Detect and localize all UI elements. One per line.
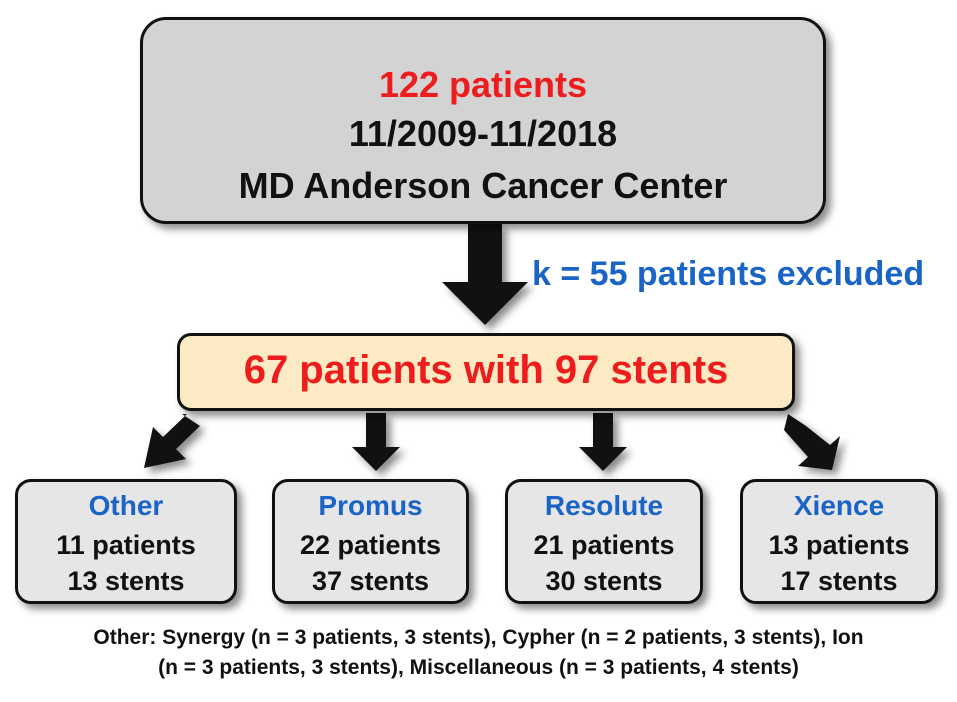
study-center: MD Anderson Cancer Center: [238, 165, 728, 206]
group-box-other: Other 11 patients 13 stents: [15, 479, 237, 604]
group-patients: 13 patients: [768, 530, 910, 560]
group-stents: 13 stents: [67, 566, 185, 596]
study-period: 11/2009-11/2018: [348, 113, 618, 154]
group-name: Promus: [318, 490, 423, 521]
footnote-line-2: (n = 3 patients, 3 stents), Miscellaneou…: [158, 656, 799, 679]
other-breakdown-footnote: Other: Synergy (n = 3 patients, 3 stents…: [0, 623, 957, 683]
group-box-resolute: Resolute 21 patients 30 stents: [505, 479, 703, 604]
arrow-to-promus: [352, 413, 400, 471]
source-population-box: 122 patients 11/2009-11/2018 MD Anderson…: [140, 17, 826, 224]
group-name: Xience: [793, 490, 885, 521]
arrow-to-other: [144, 414, 200, 468]
arrow-to-xience: [784, 414, 840, 470]
excluded-patients-label: k = 55 patients excluded: [532, 255, 925, 293]
main-down-arrow: [442, 224, 528, 325]
group-name: Resolute: [544, 490, 664, 521]
group-stents: 30 stents: [545, 566, 663, 596]
group-name: Other: [88, 490, 164, 521]
group-stents: 17 stents: [780, 566, 898, 596]
arrow-to-resolute: [579, 413, 627, 471]
group-patients: 21 patients: [533, 530, 675, 560]
group-box-promus: Promus 22 patients 37 stents: [272, 479, 469, 604]
group-patients: 22 patients: [299, 530, 442, 560]
footnote-line-1: Other: Synergy (n = 3 patients, 3 stents…: [93, 626, 864, 649]
cohort-label: 67 patients with 97 stents: [243, 348, 729, 392]
group-box-xience: Xience 13 patients 17 stents: [740, 479, 938, 604]
group-stents: 37 stents: [311, 566, 430, 596]
total-patients: 122 patients: [378, 64, 588, 105]
group-patients: 11 patients: [56, 530, 196, 560]
cohort-box: 67 patients with 97 stents: [177, 333, 795, 411]
